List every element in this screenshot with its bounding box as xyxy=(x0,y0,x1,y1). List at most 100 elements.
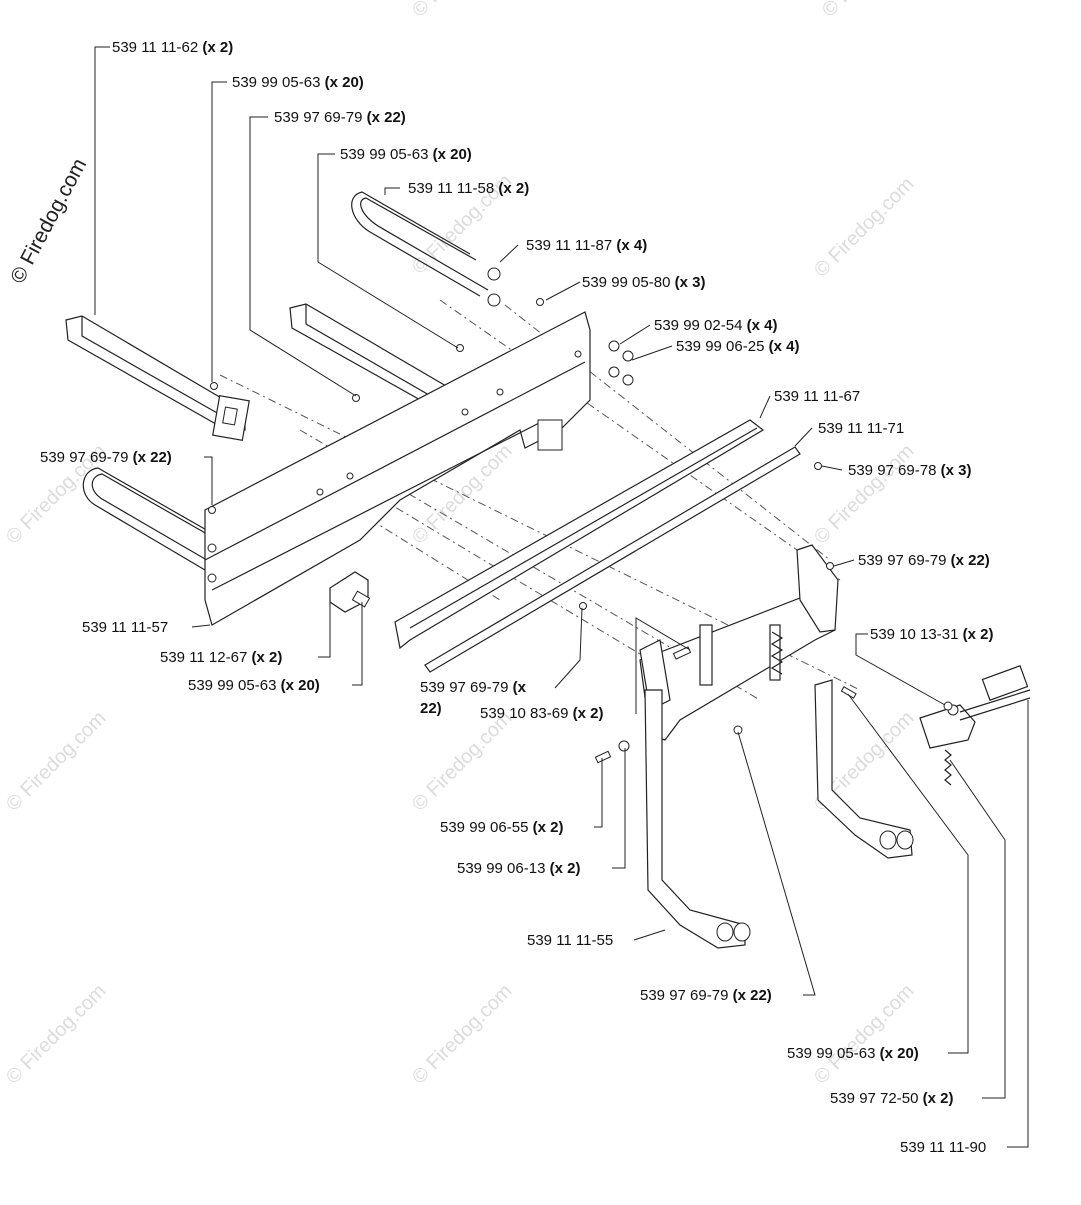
callout-part-number: 539 11 12-67 xyxy=(160,649,247,666)
callout-part-number: 539 99 05-63 xyxy=(232,74,320,91)
callout-quantity: (x 22) xyxy=(133,449,172,466)
callout-c12: 539 97 69-78 (x 3) xyxy=(848,462,971,479)
bolt-icon xyxy=(594,750,612,764)
watermark-text: © Firedog.com xyxy=(810,173,919,282)
callout-c26: 539 97 72-50 (x 2) xyxy=(830,1090,953,1107)
leg-right-part xyxy=(814,679,914,859)
callout-part-number: 539 99 05-63 xyxy=(188,677,276,694)
callout-quantity: (x 4) xyxy=(747,317,778,334)
callout-part-number: 539 11 11-67 xyxy=(774,388,860,405)
leader-lines xyxy=(94,46,1029,1148)
callout-quantity: (x 20) xyxy=(433,146,472,163)
callout-quantity: (x 2) xyxy=(498,180,529,197)
callout-c22: 539 99 06-13 (x 2) xyxy=(457,860,580,877)
nut-icon xyxy=(579,602,587,610)
callout-part-number: 539 11 11-55 xyxy=(527,932,613,949)
nut-icon xyxy=(622,374,634,386)
nut-icon xyxy=(536,298,544,306)
callout-c19: 539 10 83-69 (x 2) xyxy=(480,705,603,722)
callout-labels: 539 11 11-62 (x 2) 539 99 05-63 (x 20) 5… xyxy=(40,39,993,1156)
nut-icon xyxy=(608,366,620,378)
nut-icon xyxy=(733,725,743,735)
callout-part-number: 539 11 11-58 xyxy=(408,180,494,197)
callout-c27: 539 11 11-90 xyxy=(900,1139,986,1156)
callout-part-number: 539 97 69-79 xyxy=(274,109,362,126)
pin-assembly-part xyxy=(919,665,1031,786)
callout-c5: 539 11 11-58 (x 2) xyxy=(408,180,529,197)
callout-c13: 539 97 69-79 (x 22) xyxy=(40,449,172,466)
callout-quantity: (x 3) xyxy=(941,462,972,479)
callout-part-number: 539 97 72-50 xyxy=(830,1090,918,1107)
callout-part-number: 539 99 06-25 xyxy=(676,338,764,355)
callout-quantity: (x 20) xyxy=(281,677,320,694)
nut-icon xyxy=(210,382,218,390)
callout-part-number: 539 97 69-79 xyxy=(858,552,946,569)
callout-quantity: (x 4) xyxy=(769,338,800,355)
callout-quantity: (x 2) xyxy=(533,819,564,836)
callout-quantity: (x 22) xyxy=(951,552,990,569)
callout-part-number: 539 97 69-79 xyxy=(420,679,508,696)
watermark-layer: © Firedog.com © Firedog.com © Firedog.co… xyxy=(2,0,927,1089)
handle-lower-part xyxy=(82,467,215,571)
washer-icon xyxy=(487,267,501,281)
angle-bar-part xyxy=(394,419,765,650)
callout-part-number: 539 99 06-55 xyxy=(440,819,528,836)
callout-part-number: 539 11 11-90 xyxy=(900,1139,986,1156)
handle-upper-part xyxy=(351,191,489,297)
callout-c2: 539 99 05-63 (x 20) xyxy=(232,74,364,91)
callout-c4: 539 99 05-63 (x 20) xyxy=(340,146,472,163)
callout-quantity: (x 2) xyxy=(202,39,233,56)
callout-c21: 539 99 06-55 (x 2) xyxy=(440,819,563,836)
watermark-text: © Firedog.com xyxy=(408,707,517,816)
callout-c10: 539 11 11-67 xyxy=(774,388,860,405)
callout-c1: 539 11 11-62 (x 2) xyxy=(112,39,233,56)
nut-icon xyxy=(352,394,360,402)
callout-quantity: (x 22) xyxy=(733,987,772,1004)
callout-quantity: (x 22) xyxy=(367,109,406,126)
callout-c23: 539 11 11-55 xyxy=(527,932,613,949)
callout-quantity: (x 4) xyxy=(616,237,647,254)
nut-icon xyxy=(456,344,464,352)
callout-part-number: 539 11 11-62 xyxy=(112,39,198,56)
nut-icon xyxy=(814,462,822,470)
leg-left-part xyxy=(644,689,751,949)
callout-part-number: 539 99 05-80 xyxy=(582,274,670,291)
watermark-text: © Firedog.com xyxy=(810,440,919,549)
callout-part-number: 539 99 02-54 xyxy=(654,317,742,334)
callout-c17: 539 99 05-63 (x 20) xyxy=(188,677,320,694)
washer-icon xyxy=(618,740,630,752)
bolt-icon xyxy=(840,686,857,699)
callout-c18: 539 97 69-79 (x xyxy=(420,679,527,696)
callout-c7: 539 99 05-80 (x 3) xyxy=(582,274,705,291)
nut-icon xyxy=(943,701,953,711)
callout-quantity: (x 20) xyxy=(325,74,364,91)
nut-icon xyxy=(208,506,216,514)
callout-part-number: 539 97 69-79 xyxy=(40,449,128,466)
callout-quantity: (x 3) xyxy=(675,274,706,291)
hardware-group xyxy=(208,267,953,764)
callout-part-number: 539 10 13-31 xyxy=(870,626,958,643)
callout-part-number: 539 99 05-63 xyxy=(340,146,428,163)
watermark-text: © Firedog.com xyxy=(818,0,927,22)
callout-part-number: 539 10 83-69 xyxy=(480,705,568,722)
callout-c9: 539 99 06-25 (x 4) xyxy=(676,338,799,355)
callout-c20: 539 10 13-31 (x 2) xyxy=(870,626,993,643)
callout-c18-continued: 22) xyxy=(420,700,442,717)
callout-part-number: 539 11 11-87 xyxy=(526,237,612,254)
callout-quantity: (x xyxy=(513,679,527,696)
watermark-text: © Firedog.com xyxy=(408,980,517,1089)
callout-c6: 539 11 11-87 (x 4) xyxy=(526,237,647,254)
callout-c11: 539 11 11-71 xyxy=(818,420,904,437)
flat-bar-part xyxy=(424,446,801,673)
callout-part-number: 539 99 06-13 xyxy=(457,860,545,877)
callout-c25: 539 99 05-63 (x 20) xyxy=(787,1045,919,1062)
callout-quantity: (x 2) xyxy=(251,649,282,666)
copyright-watermark: © Firedog.com xyxy=(6,155,91,288)
watermark-text: © Firedog.com xyxy=(2,980,111,1089)
callout-part-number: 539 97 69-79 xyxy=(640,987,728,1004)
callout-part-number: 539 11 11-71 xyxy=(818,420,904,437)
callout-c8: 539 99 02-54 (x 4) xyxy=(654,317,777,334)
nut-icon xyxy=(622,350,634,362)
